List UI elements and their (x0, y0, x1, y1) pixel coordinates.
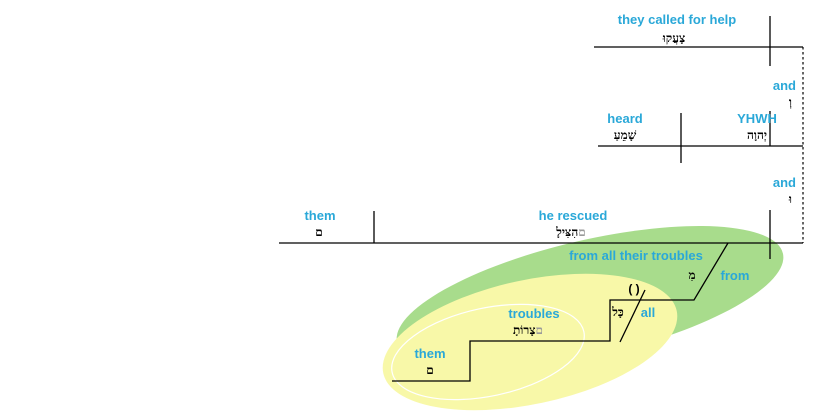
conjunction-2-label: and (773, 175, 796, 190)
preposition-label: from (721, 268, 750, 283)
main-verb-label: he rescued (539, 208, 608, 223)
ellipsis-placeholder: ( ) (628, 282, 639, 296)
top-verb-label: they called for help (618, 12, 737, 27)
main-verb-hebrew-stem: הִצִּילָ (555, 225, 578, 239)
noun-hebrew-stem: צָרוֹתָ (513, 323, 536, 337)
preposition-hebrew: מִ (688, 268, 695, 282)
noun-hebrew-suffix: ם (536, 323, 544, 337)
main-verb-hebrew: םהִצִּילָ (555, 225, 585, 239)
middle-verb-label: heard (607, 111, 642, 126)
quantifier-hebrew: כָּל (611, 305, 624, 319)
noun-hebrew: םצָרוֹתָ (513, 323, 543, 337)
yellow-highlight-ellipse (382, 273, 678, 411)
modifier-staircase (392, 242, 729, 382)
middle-subject-label: YHWH (737, 111, 777, 126)
middle-verb-hebrew: שָׁמֵעַ (614, 128, 637, 142)
main-object-hebrew: ם (315, 225, 323, 239)
main-verb-hebrew-suffix: ם (578, 225, 586, 239)
top-verb-hebrew: צָעֲקוּ (662, 31, 686, 45)
possessor-label: them (414, 346, 445, 361)
yellow-highlight-inner-ring (391, 303, 585, 401)
quantifier-slash (619, 289, 646, 343)
conjunction-1-label: and (773, 78, 796, 93)
conjunction-2-hebrew: וּ (788, 192, 792, 206)
modifier-phrase-label: from all their troubles (569, 248, 703, 263)
possessor-hebrew: ם (426, 363, 434, 377)
main-object-label: them (304, 208, 335, 223)
noun-label: troubles (508, 306, 559, 321)
quantifier-label: all (641, 305, 655, 320)
conjunction-1-hebrew: וְ (789, 95, 792, 109)
middle-subject-hebrew: יְהוָה (747, 128, 767, 142)
